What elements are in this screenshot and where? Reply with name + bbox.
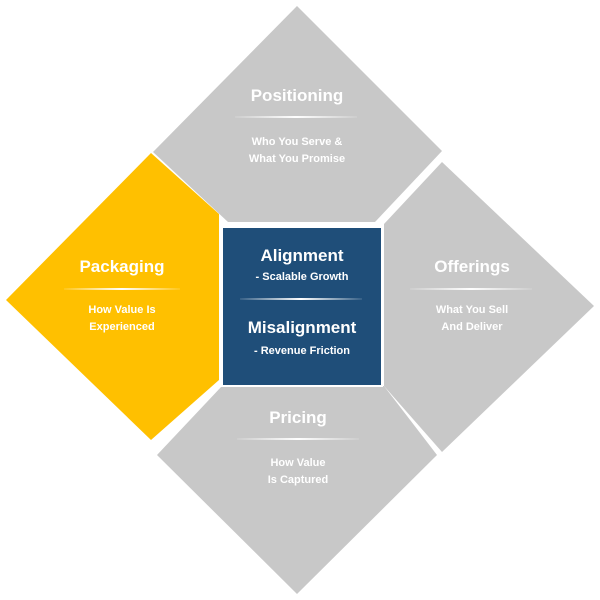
packaging-desc-line1: How Value Is (88, 304, 156, 316)
packaging-title: Packaging (79, 257, 165, 276)
separator-positioning (235, 116, 357, 118)
alignment-subtitle: - Scalable Growth (255, 271, 349, 283)
pricing-title: Pricing (269, 408, 327, 427)
center-square (221, 226, 383, 387)
pricing-desc-line2: Is Captured (267, 474, 329, 486)
positioning-desc-line1: Who You Serve & (251, 136, 343, 148)
positioning-desc-line2: What You Promise (248, 153, 346, 165)
separator-pricing (237, 438, 359, 440)
separator-packaging (64, 288, 180, 290)
segment-positioning (153, 6, 442, 222)
positioning-title: Positioning (250, 86, 344, 105)
misalignment-title: Misalignment (247, 318, 357, 337)
offerings-desc-line2: And Deliver (441, 321, 503, 333)
misalignment-subtitle: - Revenue Friction (254, 345, 350, 357)
segment-packaging (6, 153, 219, 440)
separator-center (240, 298, 362, 300)
offerings-title: Offerings (434, 257, 510, 276)
alignment-title: Alignment (260, 246, 344, 265)
segment-offerings (384, 162, 594, 452)
packaging-desc-line2: Experienced (89, 321, 155, 333)
segment-pricing (157, 386, 437, 594)
pricing-desc-line1: How Value (270, 457, 326, 469)
offerings-desc-line1: What You Sell (435, 304, 509, 316)
separator-offerings (410, 288, 532, 290)
